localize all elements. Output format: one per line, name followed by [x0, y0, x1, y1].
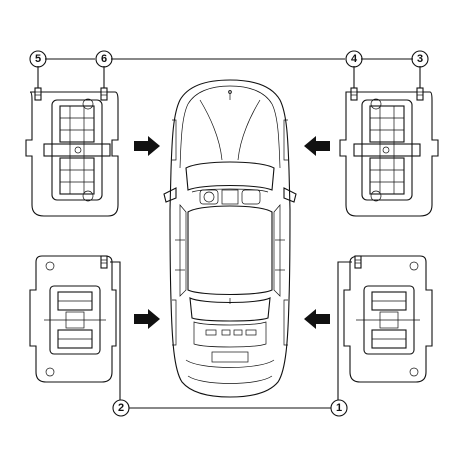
callout-label-3: 3 [417, 53, 423, 65]
bleeder-screw-icon [100, 255, 108, 269]
bleeder-screw-icon [416, 87, 424, 101]
bleeder-screw-icon [34, 87, 42, 101]
leader-lines [37, 58, 421, 409]
callout-5: 5 [29, 50, 47, 68]
callout-label-6: 6 [101, 53, 107, 65]
caliper-rear-right-icon [343, 255, 433, 383]
callout-6: 6 [95, 50, 113, 68]
caliper-rear-left-icon [29, 255, 117, 383]
callout-label-1: 1 [336, 402, 342, 414]
bleeder-screw-icon [350, 87, 358, 101]
arrow-icon [304, 136, 330, 156]
callout-label-2: 2 [118, 402, 124, 414]
car-top-view-icon [163, 79, 297, 398]
caliper-front-left-icon [25, 87, 119, 217]
arrow-icon [304, 309, 330, 329]
arrow-icon [134, 136, 160, 156]
arrow-icon [134, 309, 160, 329]
bleeder-screw-icon [100, 87, 108, 101]
callout-label-5: 5 [35, 53, 41, 65]
callout-2: 2 [112, 399, 130, 417]
callout-label-4: 4 [351, 53, 358, 65]
caliper-front-right-icon [339, 87, 439, 217]
callout-1: 1 [330, 399, 348, 417]
callout-4: 4 [345, 50, 363, 68]
bleeder-screw-icon [354, 255, 362, 269]
callout-3: 3 [411, 50, 429, 68]
